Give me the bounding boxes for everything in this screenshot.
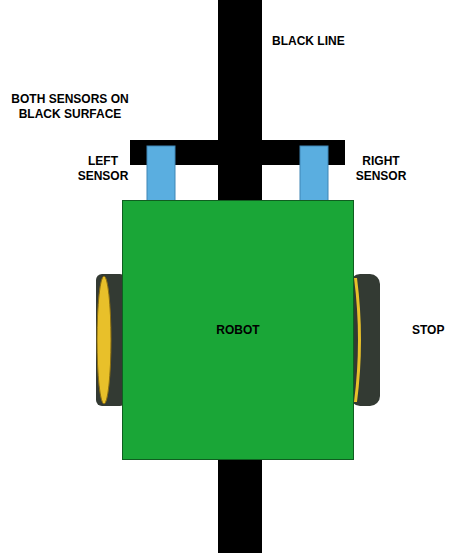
- label-text: STOP: [412, 323, 444, 337]
- right-wheel-tread: [354, 278, 361, 402]
- line-label: BLACK LINE: [272, 34, 392, 49]
- action-label: STOP: [412, 323, 448, 338]
- left-sensor: [147, 146, 175, 202]
- label-text: RIGHT SENSOR: [356, 154, 407, 183]
- label-text: BOTH SENSORS ON BLACK SURFACE: [11, 92, 128, 121]
- right-wheel: [350, 274, 380, 406]
- left-wheel-tread: [97, 276, 111, 404]
- label-text: LEFT SENSOR: [78, 154, 129, 183]
- node-text: ROBOT: [216, 323, 259, 337]
- label-text: BLACK LINE: [272, 34, 345, 48]
- sensor-label: LEFT SENSOR: [72, 154, 134, 184]
- state-label: BOTH SENSORS ON BLACK SURFACE: [4, 92, 136, 122]
- right-sensor: [300, 146, 328, 202]
- sensor-label: RIGHT SENSOR: [350, 154, 412, 184]
- robot-body: ROBOT: [122, 200, 354, 460]
